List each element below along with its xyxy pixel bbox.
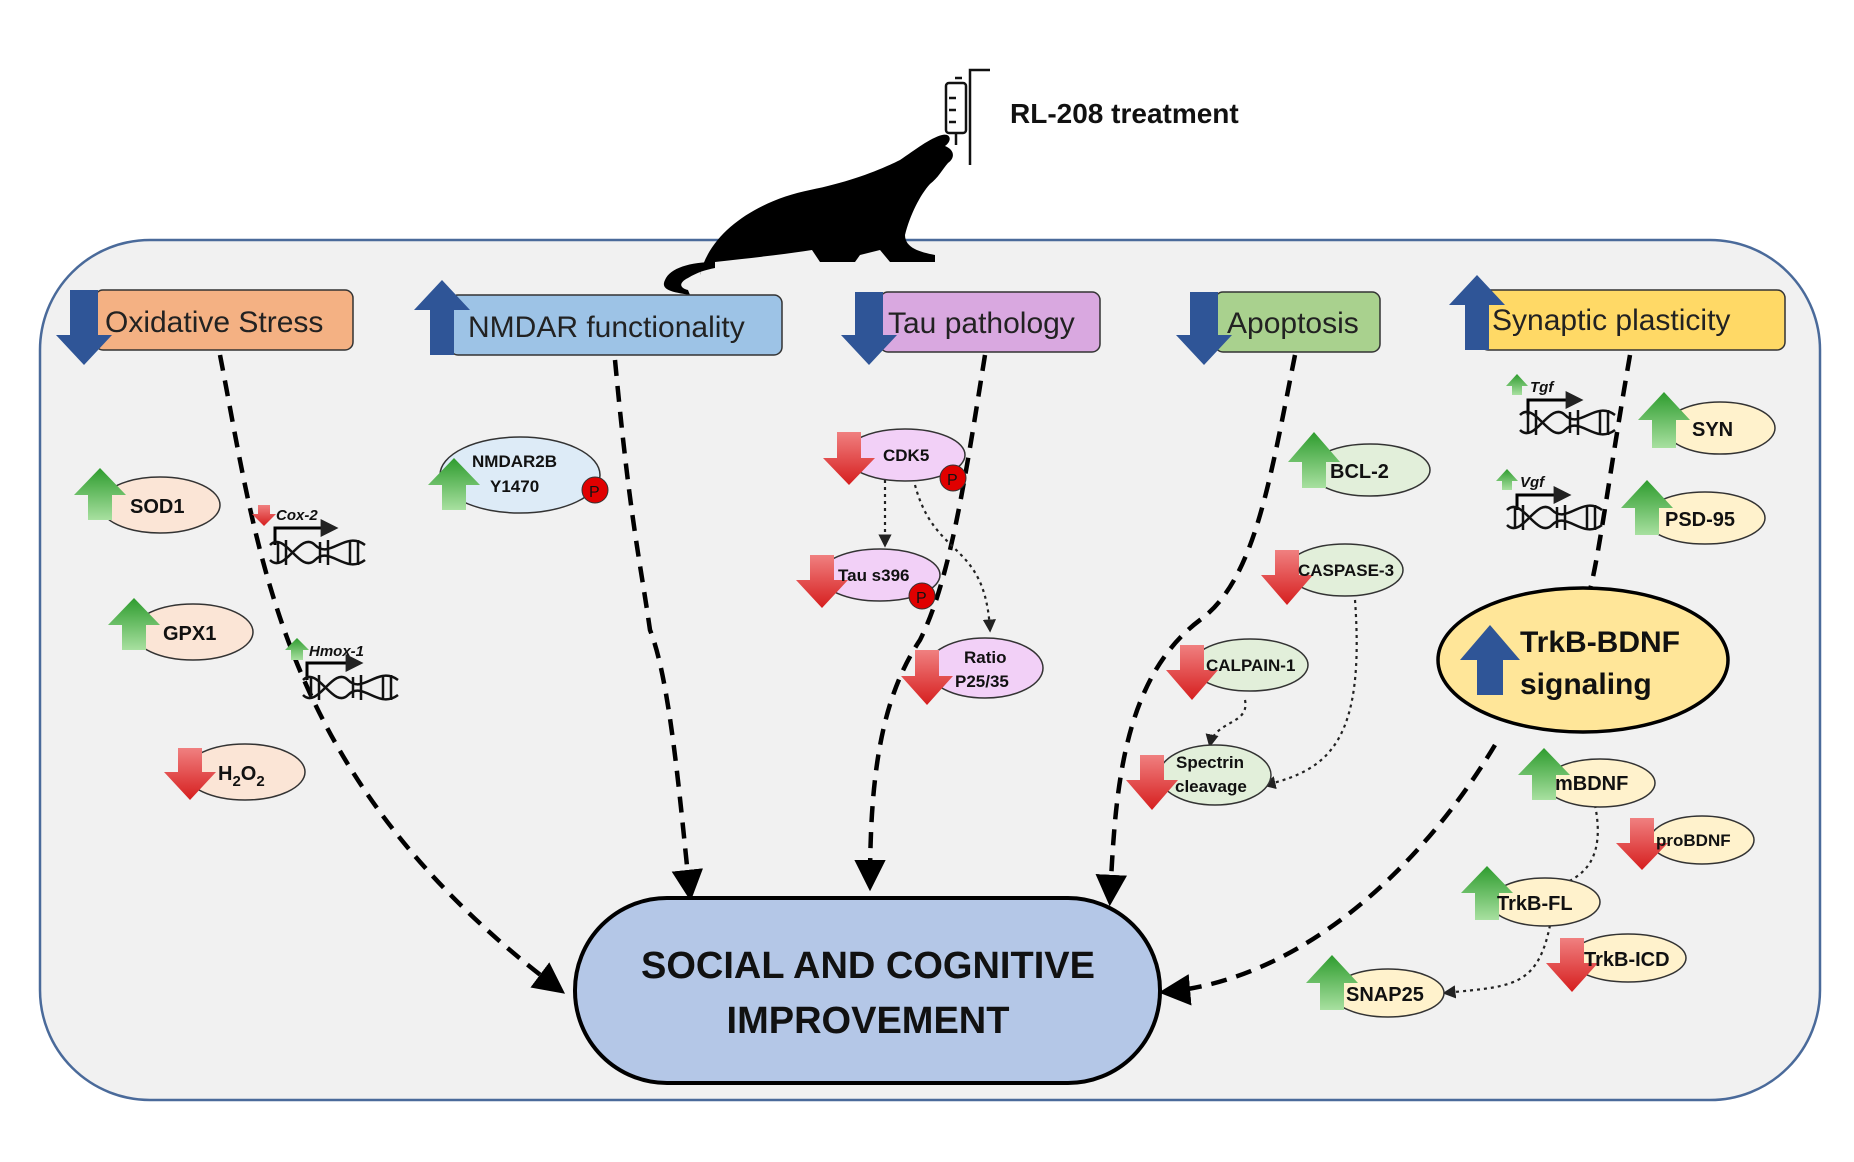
- category-apoptosis: Apoptosis: [1176, 291, 1381, 365]
- node-mbdnf: mBDNF: [1518, 748, 1656, 808]
- svg-text:P: P: [589, 484, 600, 501]
- node-trkb-bdnf-signaling: TrkB-BDNF signaling: [1436, 586, 1730, 734]
- node-trkb-fl: TrkB-FL: [1461, 866, 1601, 927]
- category-nmdar-label: NMDAR functionality: [468, 311, 745, 344]
- gene-vgf: Vgf: [1496, 469, 1603, 531]
- svg-text:P: P: [947, 472, 958, 489]
- svg-text:Hmox-1: Hmox-1: [309, 643, 364, 660]
- gene-cox2: Cox-2: [252, 505, 366, 566]
- node-ratio-p25-35: Ratio P25/35: [901, 637, 1044, 705]
- category-synaptic: Synaptic plasticity: [1449, 275, 1786, 351]
- outcome-box: SOCIAL AND COGNITIVE IMPROVEMENT: [573, 896, 1162, 1085]
- svg-text:SYN: SYN: [1692, 419, 1733, 441]
- category-nmdar: NMDAR functionality: [414, 280, 783, 356]
- svg-text:TrkB-BDNF: TrkB-BDNF: [1520, 626, 1680, 659]
- svg-text:Cox-2: Cox-2: [276, 507, 318, 524]
- node-spectrin-cleavage: Spectrin cleavage: [1126, 744, 1272, 810]
- category-tau-label: Tau pathology: [888, 307, 1075, 340]
- svg-text:NMDAR2B: NMDAR2B: [472, 452, 557, 471]
- category-oxidative-stress: Oxidative Stress: [56, 289, 354, 365]
- node-probdnf: proBDNF: [1616, 815, 1755, 870]
- svg-text:H2O2: H2O2: [218, 763, 265, 790]
- outcome-line1: SOCIAL AND COGNITIVE: [641, 945, 1095, 987]
- node-sod1: SOD1: [74, 468, 221, 534]
- node-tau-s396: Tau s396 P: [796, 548, 941, 610]
- svg-text:SNAP25: SNAP25: [1346, 984, 1424, 1006]
- category-oxidative-label: Oxidative Stress: [105, 306, 323, 339]
- svg-text:BCL-2: BCL-2: [1330, 461, 1389, 483]
- node-caspase3: CASPASE-3: [1261, 543, 1404, 605]
- dna-icon: [269, 539, 366, 566]
- svg-text:GPX1: GPX1: [163, 623, 216, 645]
- node-syn: SYN: [1638, 392, 1776, 455]
- svg-text:TrkB-FL: TrkB-FL: [1497, 893, 1573, 915]
- dna-icon: [1506, 504, 1603, 531]
- svg-text:P25/35: P25/35: [955, 672, 1009, 691]
- svg-text:CDK5: CDK5: [883, 446, 929, 465]
- svg-text:CALPAIN-1: CALPAIN-1: [1206, 656, 1295, 675]
- svg-text:cleavage: cleavage: [1175, 777, 1247, 796]
- category-apoptosis-label: Apoptosis: [1227, 307, 1359, 340]
- rat-icon: [663, 134, 953, 295]
- node-h2o2: H2O2: [164, 743, 306, 801]
- svg-text:TrkB-ICD: TrkB-ICD: [1584, 949, 1670, 971]
- svg-text:P: P: [916, 590, 927, 607]
- svg-text:signaling: signaling: [1520, 668, 1652, 701]
- node-bcl2: BCL-2: [1288, 432, 1431, 497]
- svg-text:PSD-95: PSD-95: [1665, 509, 1735, 531]
- svg-text:proBDNF: proBDNF: [1656, 831, 1731, 850]
- svg-text:Tgf: Tgf: [1530, 379, 1555, 396]
- iv-drip-icon: [944, 68, 990, 165]
- gene-tgf: Tgf: [1506, 374, 1616, 436]
- node-nmdar2b: NMDAR2B Y1470 P: [428, 436, 609, 514]
- outcome-line2: IMPROVEMENT: [727, 1000, 1010, 1042]
- svg-text:Y1470: Y1470: [490, 477, 539, 496]
- node-trkb-icd: TrkB-ICD: [1546, 933, 1687, 992]
- node-calpain1: CALPAIN-1: [1166, 638, 1309, 700]
- dna-icon: [1519, 409, 1616, 436]
- treatment-label: RL-208 treatment: [1010, 98, 1239, 129]
- node-snap25: SNAP25: [1306, 955, 1445, 1018]
- category-synaptic-label: Synaptic plasticity: [1492, 304, 1730, 337]
- svg-text:Tau s396: Tau s396: [838, 566, 910, 585]
- svg-text:mBDNF: mBDNF: [1555, 773, 1628, 795]
- dashed-connectors: [217, 354, 1633, 992]
- gene-hmox1: Hmox-1: [285, 638, 399, 701]
- dna-icon: [302, 674, 399, 701]
- svg-text:Vgf: Vgf: [1520, 474, 1546, 491]
- node-psd95: PSD-95: [1621, 480, 1766, 545]
- svg-text:CASPASE-3: CASPASE-3: [1298, 561, 1394, 580]
- node-cdk5: CDK5 P: [823, 428, 967, 492]
- svg-text:SOD1: SOD1: [130, 496, 184, 518]
- node-gpx1: GPX1: [108, 598, 254, 661]
- svg-text:Ratio: Ratio: [964, 648, 1007, 667]
- svg-text:Spectrin: Spectrin: [1176, 753, 1244, 772]
- category-tau: Tau pathology: [841, 291, 1101, 365]
